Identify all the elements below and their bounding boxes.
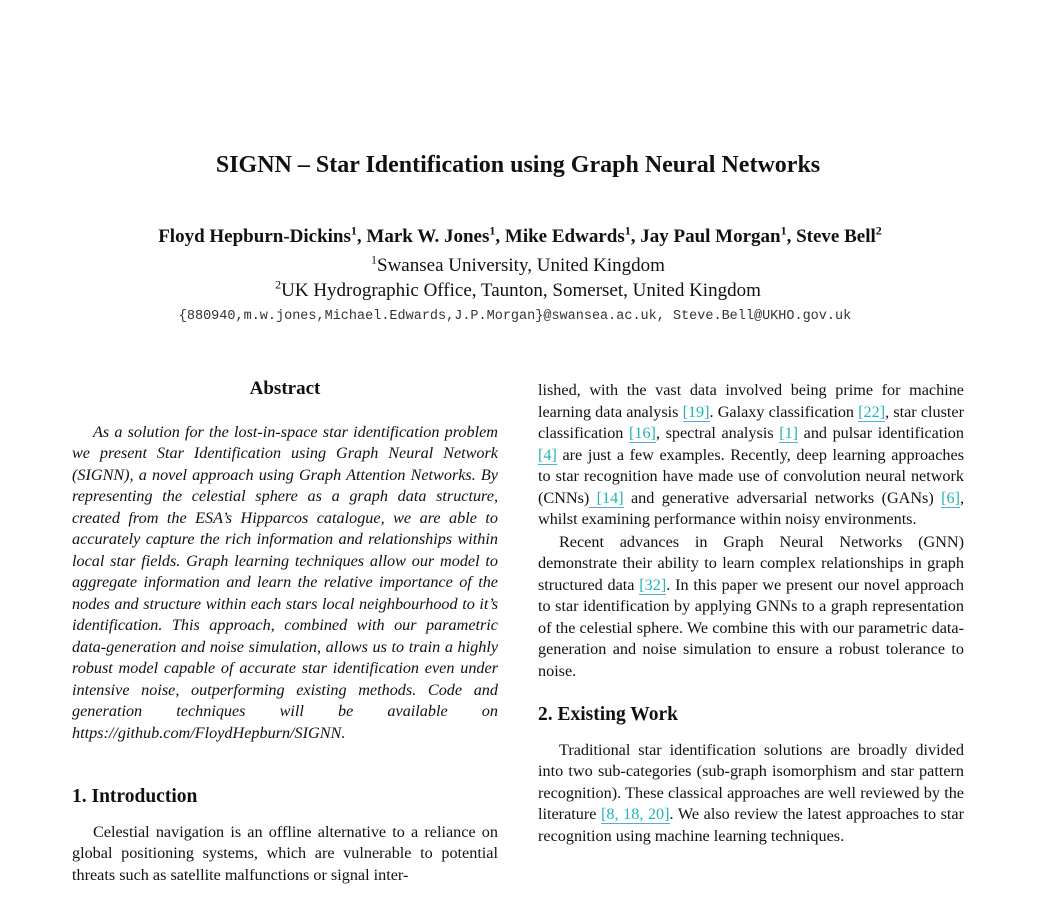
citation-link[interactable]: [14]	[589, 488, 624, 508]
affiliation-2: 2UK Hydrographic Office, Taunton, Somers…	[275, 277, 761, 301]
author: Floyd Hepburn-Dickins1,	[158, 223, 367, 247]
author-emails: {880940,m.w.jones,Michael.Edwards,J.P.Mo…	[178, 309, 852, 324]
spacer	[72, 808, 498, 822]
citation-link[interactable]: [19]	[682, 402, 710, 422]
paper-title: SIGNN – Star Identification using Graph …	[215, 152, 821, 178]
author-list: Floyd Hepburn-Dickins1, Mark W. Jones1, …	[0, 223, 1040, 248]
left-column: Abstract As a solution for the lost-in-s…	[72, 378, 498, 886]
citation-link[interactable]: [4]	[538, 445, 557, 465]
section-heading-introduction: 1. Introduction	[72, 786, 198, 807]
author: Mike Edwards1,	[504, 223, 641, 247]
author: Mark W. Jones1,	[366, 223, 505, 247]
citation-link[interactable]: [8, 18, 20]	[601, 805, 670, 824]
spacer	[538, 682, 964, 704]
citation-link[interactable]: [6]	[941, 488, 960, 508]
abstract-heading: Abstract	[249, 378, 321, 399]
author: Jay Paul Morgan1,	[640, 223, 797, 247]
abstract-text: As a solution for the lost-in-space star…	[72, 422, 498, 742]
citation-link[interactable]: [32]	[639, 575, 667, 595]
spacer	[538, 726, 964, 740]
affiliation-1: 1Swansea University, United Kingdom	[371, 252, 665, 276]
spacer	[72, 744, 498, 786]
section-heading-existing-work: 2. Existing Work	[538, 704, 678, 725]
paragraph: lished, with the vast data involved bein…	[538, 381, 965, 528]
existing-work-text: Traditional star identification solution…	[538, 740, 965, 845]
paragraph: Recent advances in Graph Neural Networks…	[538, 532, 965, 680]
right-column: lished, with the vast data involved bein…	[538, 380, 964, 847]
citation-link[interactable]: [1]	[779, 424, 799, 443]
citation-link[interactable]: [22]	[858, 402, 886, 422]
citation-link[interactable]: [16]	[628, 424, 656, 443]
author: Steve Bell2	[796, 223, 882, 247]
introduction-text: Celestial navigation is an offline alter…	[72, 822, 498, 884]
